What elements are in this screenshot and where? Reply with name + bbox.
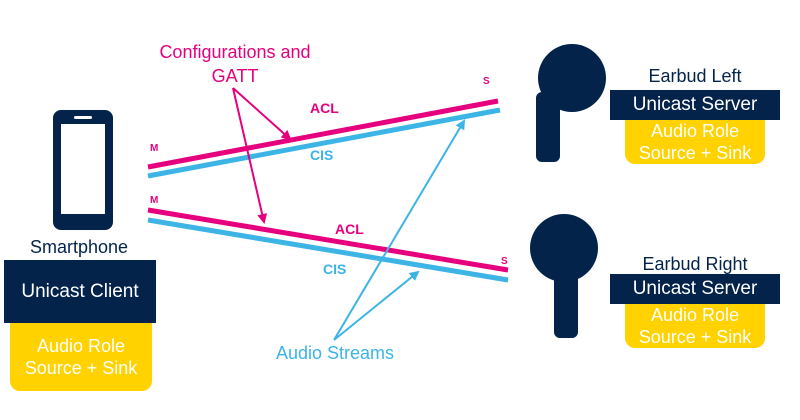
config-line-1: Configurations and [159, 42, 311, 62]
smartphone-audio-role-box: Audio Role Source + Sink [10, 323, 152, 391]
config-arrow-lower [232, 87, 268, 224]
smartphone-title: Smartphone [29, 237, 129, 257]
earbud-left-role-box: Unicast Server [610, 90, 780, 120]
smartphone-audio-role-line1: Audio Role [36, 336, 126, 356]
config-line-2: GATT [211, 66, 259, 86]
upper-cis-label: CIS [310, 147, 334, 163]
earbud-left-audio-role-line2: Source + Sink [638, 143, 752, 163]
upper-master-label: M [150, 143, 159, 154]
earbud-left-title: Earbud Left [648, 66, 742, 86]
audio-arrow-upper [333, 119, 466, 341]
audio-streams-annotation: Audio Streams [275, 343, 395, 363]
upper-slave-label: S [483, 76, 490, 87]
earbud-left-audio-role-box: Audio Role Source + Sink [625, 120, 765, 164]
earbud-right-icon [530, 214, 598, 338]
audio-arrow-lower [333, 270, 420, 341]
lower-cis-label: CIS [323, 261, 347, 277]
earbud-left-role-label: Unicast Server [632, 94, 758, 115]
lower-acl-label: ACL [335, 221, 364, 237]
upper-cis-line [147, 107, 501, 179]
smartphone-icon [53, 110, 113, 230]
config-arrow-upper [232, 87, 292, 141]
earbud-right-role-box: Unicast Server [610, 274, 780, 304]
lower-cis-line [147, 217, 509, 283]
smartphone-role-box: Unicast Client [4, 260, 156, 323]
earbud-right-role-label: Unicast Server [632, 278, 758, 299]
earbud-right-audio-role-line2: Source + Sink [638, 327, 752, 347]
lower-master-label: M [150, 195, 159, 206]
lower-slave-label: S [501, 256, 508, 267]
earbud-left-icon [536, 44, 606, 162]
smartphone-audio-role-line2: Source + Sink [24, 358, 138, 378]
smartphone-role-label: Unicast Client [21, 280, 139, 302]
config-gatt-annotation: Configurations and GATT [148, 40, 322, 88]
earbud-right-audio-role-line1: Audio Role [650, 305, 740, 325]
earbud-right-audio-role-box: Audio Role Source + Sink [625, 304, 765, 348]
upper-acl-label: ACL [310, 100, 339, 116]
lower-acl-line [147, 207, 509, 273]
upper-acl-line [147, 98, 499, 170]
earbud-left-audio-role-line1: Audio Role [650, 121, 740, 141]
earbud-right-title: Earbud Right [642, 254, 748, 274]
